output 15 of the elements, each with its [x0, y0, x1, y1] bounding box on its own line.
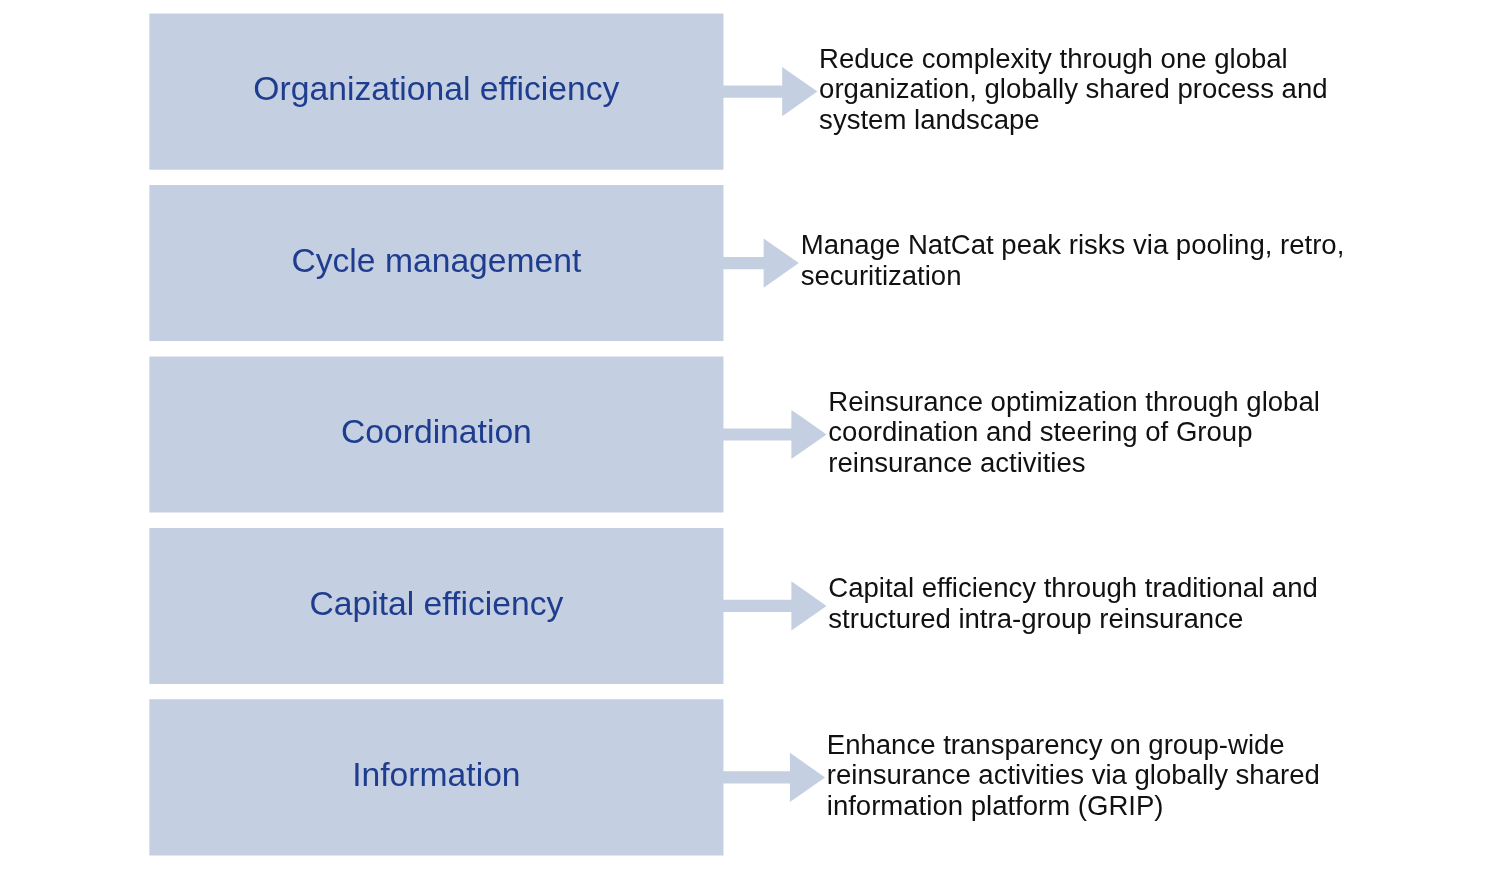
node-box: Information: [148, 699, 723, 856]
node-box: Coordination: [148, 356, 723, 513]
node-box: Capital efficiency: [148, 527, 723, 685]
node-text: Reinsurance optimization through global coordination and steering of Group reinsurance activities: [827, 385, 1320, 478]
node-text: Manage NatCat peak risks via pooling, retro, securitization: [800, 229, 1344, 292]
arrow: [722, 581, 827, 631]
node-text: Capital efficiency through traditional and structured intra-group reinsurance: [827, 572, 1318, 635]
arrow: [722, 66, 817, 117]
arrow: [722, 752, 825, 803]
node-box: Cycle management: [148, 184, 723, 342]
node-box: Organizational efficiency: [148, 13, 723, 170]
node-text: Reduce complexity through one global organization, globally shared process and system landscape: [818, 42, 1328, 135]
arrow: [722, 238, 799, 288]
arrow: [722, 409, 827, 460]
node-text: Enhance transparency on group-wide reinsurance activities via globally shared information platform (GRIP): [826, 728, 1320, 821]
